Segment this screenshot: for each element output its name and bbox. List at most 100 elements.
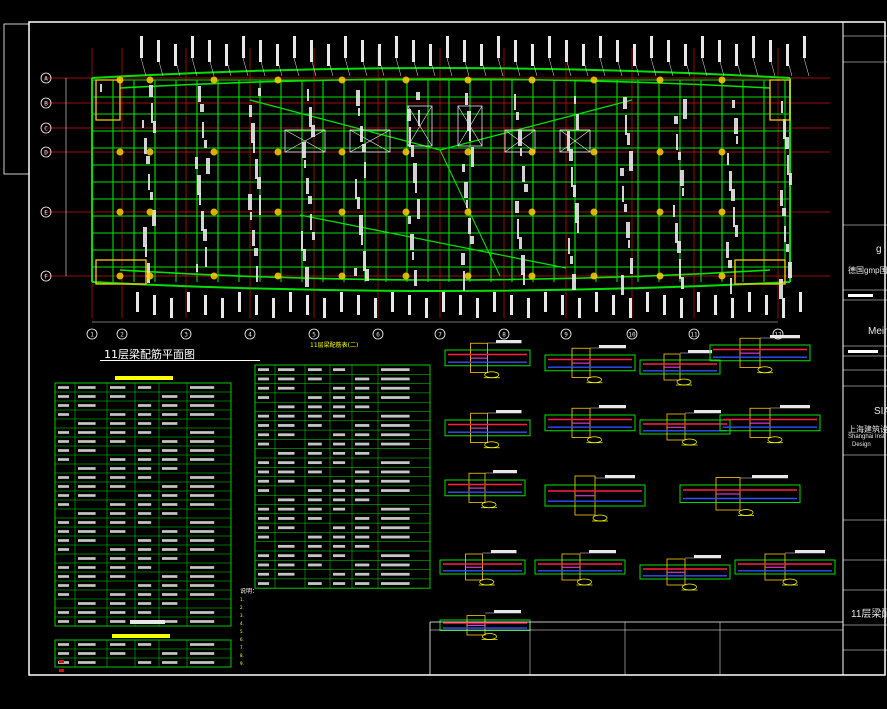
- rebar-annotation-top: [191, 36, 194, 58]
- beam-table-1-cell: [190, 449, 215, 452]
- beam-table-1-cell: [58, 503, 69, 506]
- beam-table-1-cell: [162, 575, 178, 578]
- beam-table-2-cell: [258, 572, 269, 576]
- rebar-annotation: [620, 168, 624, 176]
- beam-table-2-cell: [381, 582, 410, 585]
- beam-table-1-cell: [78, 431, 96, 434]
- rebar-annotation: [461, 253, 465, 265]
- beam-table-1-cell: [78, 566, 96, 569]
- rebar-annotation: [310, 214, 312, 230]
- beam-table-1-cell: [110, 431, 126, 434]
- beam-table-2-cell: [381, 433, 410, 437]
- beam-table-2-cell: [333, 442, 346, 446]
- rebar-annotation-bottom: [510, 295, 513, 315]
- beam-table-1-cell: [190, 548, 215, 551]
- beam-table-2-cell: [258, 470, 269, 474]
- column: [528, 76, 536, 84]
- beam-table-2-cell: [333, 451, 346, 455]
- beam-table-3: [54, 639, 232, 668]
- leader-line: [684, 57, 691, 77]
- rebar-annotation-top: [378, 44, 381, 66]
- axis-label-row: D: [44, 150, 48, 157]
- beam-table-1-cell: [162, 593, 178, 596]
- beam-table-1-cell: [78, 512, 96, 515]
- rebar-annotation: [251, 123, 255, 143]
- rebar-annotation: [468, 218, 471, 234]
- beam-table-1-cell: [78, 611, 96, 614]
- rebar-annotation: [413, 163, 417, 183]
- column: [146, 272, 154, 280]
- rebar-annotation: [569, 149, 573, 161]
- column: [402, 148, 410, 156]
- beam-table-2-cell: [333, 498, 346, 502]
- detail-number-tag: [482, 633, 497, 640]
- note-line: 7.: [240, 645, 244, 650]
- leader-line: [174, 57, 181, 77]
- beam-table-2-cell: [308, 507, 322, 511]
- rebar-annotation-top: [803, 36, 806, 58]
- rebar-annotation: [574, 96, 576, 104]
- title-block-line-5: 上海建筑设计: [848, 425, 887, 434]
- rebar-annotation: [674, 116, 678, 124]
- rebar-annotation: [205, 247, 207, 267]
- leader-line: [344, 57, 351, 77]
- rebar-annotation: [518, 130, 522, 146]
- beam-table-1-cell: [162, 539, 178, 542]
- rebar-annotation: [568, 238, 570, 254]
- beam-table-2-cell: [381, 479, 410, 483]
- rebar-annotation: [523, 273, 525, 285]
- column: [718, 148, 726, 156]
- beam-table-1-cell: [78, 485, 96, 488]
- detail-label: [599, 345, 626, 348]
- rebar-annotation: [784, 226, 786, 242]
- beam-table-1-cell: [110, 476, 126, 479]
- beam-table-2-cell: [278, 433, 295, 437]
- leader-line: [480, 57, 487, 77]
- beam-table-1-cell: [58, 440, 69, 443]
- beam-table-3-cell: [110, 652, 126, 655]
- rebar-annotation: [307, 89, 309, 101]
- beam-table-2-cell: [333, 489, 346, 492]
- rebar-annotation: [409, 127, 411, 147]
- beam-table-2-cell: [381, 526, 410, 530]
- axis-bubble-column: [308, 328, 320, 340]
- beam-table-1-cell: [110, 521, 126, 524]
- beam-table-2-cell: [258, 563, 269, 567]
- rebar-annotation: [358, 108, 360, 116]
- rebar-annotation: [201, 211, 204, 231]
- rebar-annotation: [145, 245, 147, 257]
- beam-table-1-cell: [78, 449, 96, 452]
- detail-number-tag: [682, 438, 697, 446]
- beam-table-2-cell: [381, 442, 410, 446]
- beam-table-1-cell: [58, 566, 69, 569]
- beam-table-1-cell: [190, 584, 215, 587]
- rebar-annotation: [365, 269, 369, 281]
- rebar-annotation-top: [514, 40, 517, 62]
- axis-bubble-column: [626, 328, 638, 340]
- leader-line: [718, 57, 725, 77]
- column: [590, 148, 598, 156]
- rebar-annotation-top: [395, 36, 398, 58]
- beam-table-1-cell: [78, 584, 96, 587]
- column: [274, 76, 282, 84]
- rebar-annotation-top: [633, 44, 636, 66]
- rebar-annotation: [572, 274, 576, 290]
- beam-table-1-cell: [110, 422, 126, 425]
- opening-cross: [559, 129, 591, 153]
- beam-table-2-cell: [355, 424, 370, 427]
- detail-label: [589, 550, 616, 553]
- column: [718, 208, 726, 216]
- rebar-annotation: [410, 234, 414, 250]
- rebar-annotation-bottom: [646, 292, 649, 312]
- beam-table-3-cell: [78, 652, 96, 655]
- detail-number-tag: [481, 501, 497, 509]
- leader-line: [565, 57, 572, 77]
- axis-bubble-row: [40, 97, 52, 109]
- beam-table-3-cell: [138, 661, 152, 664]
- rebar-annotation: [357, 197, 360, 209]
- beam-table-1-cell: [78, 386, 96, 389]
- beam-table-2-cell: [308, 424, 322, 427]
- beam-table-3-cell: [190, 652, 215, 655]
- beam-table-1-cell: [190, 404, 215, 407]
- beam-table-2-cell: [308, 442, 322, 446]
